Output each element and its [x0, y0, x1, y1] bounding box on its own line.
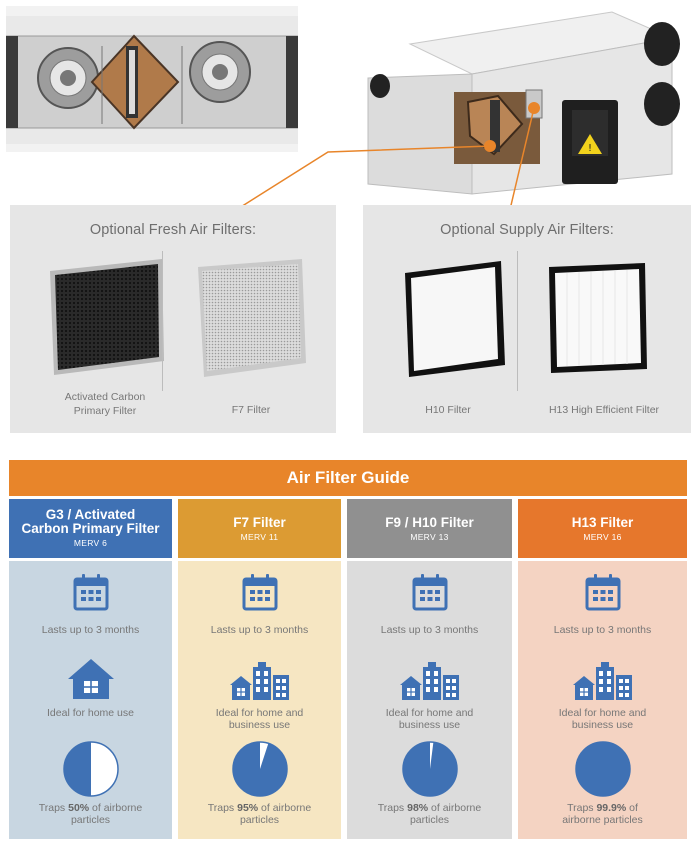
traps-line-2: particles	[70, 814, 111, 826]
traps-suffix: of airborne	[258, 802, 312, 814]
h10-filter-label: H10 Filter	[425, 404, 471, 416]
h10-filter-card: H10 Filter	[373, 245, 523, 425]
guide-column-header-h13: H13 Filter MERV 16	[518, 499, 687, 558]
traps-pie-icon	[9, 741, 172, 797]
merv-rating: MERV 11	[240, 532, 279, 542]
traps-percentage: 99.9%	[596, 802, 627, 814]
lifespan-text: Lasts up to 3 months	[553, 624, 652, 636]
ventilation-unit-open-image	[5, 6, 299, 152]
lifespan-text: Lasts up to 3 months	[41, 624, 140, 636]
traps-percentage: 95%	[237, 802, 259, 814]
usage-line-1: Ideal for home use	[47, 707, 134, 719]
traps-percentage: 50%	[68, 802, 90, 814]
traps-line-2: particles	[409, 814, 450, 826]
ventilation-unit-closed-image: !	[362, 4, 694, 200]
traps-prefix: Traps	[38, 802, 69, 814]
supply-air-filters-panel: Optional Supply Air Filters: H10 Filter …	[363, 205, 691, 433]
guide-column-header-f9-h10: F9 / H10 Filter MERV 13	[347, 499, 512, 558]
filter-name-line-1: G3 / Activated	[45, 507, 136, 522]
traps-line-2: particles	[239, 814, 280, 826]
lifespan-text: Lasts up to 3 months	[380, 624, 479, 636]
filter-name: F7 Filter	[233, 515, 286, 530]
h13-filter-image	[549, 263, 647, 373]
air-filter-guide-title: Air Filter Guide	[9, 460, 687, 496]
calendar-icon	[347, 573, 512, 611]
usage-text: Ideal for home and business use	[522, 707, 683, 731]
f7-filter-card: F7 Filter	[176, 245, 326, 425]
traps-text: Traps 98% of airborne particles	[351, 802, 508, 826]
buildings-icon	[178, 657, 341, 701]
guide-column-body: Lasts up to 3 months Ideal for home a	[518, 561, 687, 839]
fresh-panel-divider	[162, 251, 163, 391]
h10-filter-image	[405, 261, 505, 377]
usage-line-1: Ideal for home and	[215, 707, 304, 719]
fresh-air-filters-panel: Optional Fresh Air Filters: Activated Ca…	[10, 205, 336, 433]
supply-panel-divider	[517, 251, 518, 391]
traps-text: Traps 50% of airborne particles	[13, 802, 168, 826]
guide-column-body: Lasts up to 3 months Ideal for home use …	[9, 561, 172, 839]
activated-carbon-filter-label-2: Primary Filter	[73, 405, 137, 417]
traps-suffix: of airborne	[89, 802, 143, 814]
usage-line-2: business use	[398, 719, 461, 731]
activated-carbon-filter-label-1: Activated Carbon	[64, 391, 146, 403]
traps-percentage: 98%	[407, 802, 429, 814]
traps-pie-icon	[518, 741, 687, 797]
guide-column-header-f7: F7 Filter MERV 11	[178, 499, 341, 558]
traps-text: Traps 99.9% of airborne particles	[522, 802, 683, 826]
merv-rating: MERV 13	[410, 532, 449, 542]
buildings-icon	[347, 657, 512, 701]
calendar-icon	[9, 573, 172, 611]
filter-name-line-2: Carbon Primary Filter	[21, 521, 160, 536]
guide-column-header-g3: G3 / Activated Carbon Primary Filter MER…	[9, 499, 172, 558]
svg-text:!: !	[588, 143, 592, 154]
merv-rating: MERV 6	[73, 538, 108, 548]
traps-prefix: Traps	[567, 802, 597, 814]
usage-line-1: Ideal for home and	[558, 707, 647, 719]
fresh-air-filters-title: Optional Fresh Air Filters:	[89, 222, 257, 238]
h13-filter-card: H13 High Efficient Filter	[529, 245, 679, 425]
activated-carbon-filter-image	[50, 259, 164, 375]
traps-suffix: of airborne	[428, 802, 482, 814]
traps-pie-icon	[347, 741, 512, 797]
usage-line-2: business use	[571, 719, 634, 731]
traps-line-2: airborne particles	[562, 814, 643, 826]
traps-text: Traps 95% of airborne particles	[182, 802, 337, 826]
buildings-icon	[518, 657, 687, 701]
traps-pie-icon	[178, 741, 341, 797]
supply-air-filters-title: Optional Supply Air Filters:	[440, 222, 614, 238]
usage-line-2: business use	[228, 719, 291, 731]
house-icon	[9, 657, 172, 701]
traps-prefix: Traps	[377, 802, 408, 814]
guide-column-body: Lasts up to 3 months Ideal for home a	[178, 561, 341, 839]
merv-rating: MERV 16	[583, 532, 622, 542]
traps-suffix: of	[626, 802, 638, 814]
guide-column-body: Lasts up to 3 months Ideal for home a	[347, 561, 512, 839]
usage-text: Ideal for home use	[13, 707, 168, 719]
f7-filter-image	[198, 259, 306, 377]
usage-text: Ideal for home and business use	[182, 707, 337, 731]
f7-filter-label: F7 Filter	[231, 404, 271, 416]
activated-carbon-filter-card: Activated Carbon Primary Filter	[30, 245, 180, 425]
filter-name: H13 Filter	[571, 515, 634, 530]
calendar-icon	[178, 573, 341, 611]
usage-text: Ideal for home and business use	[351, 707, 508, 731]
h13-filter-label: H13 High Efficient Filter	[548, 404, 660, 416]
calendar-icon	[518, 573, 687, 611]
usage-line-1: Ideal for home and	[385, 707, 474, 719]
lifespan-text: Lasts up to 3 months	[210, 624, 309, 636]
filter-name: F9 / H10 Filter	[385, 515, 474, 530]
traps-prefix: Traps	[207, 802, 238, 814]
